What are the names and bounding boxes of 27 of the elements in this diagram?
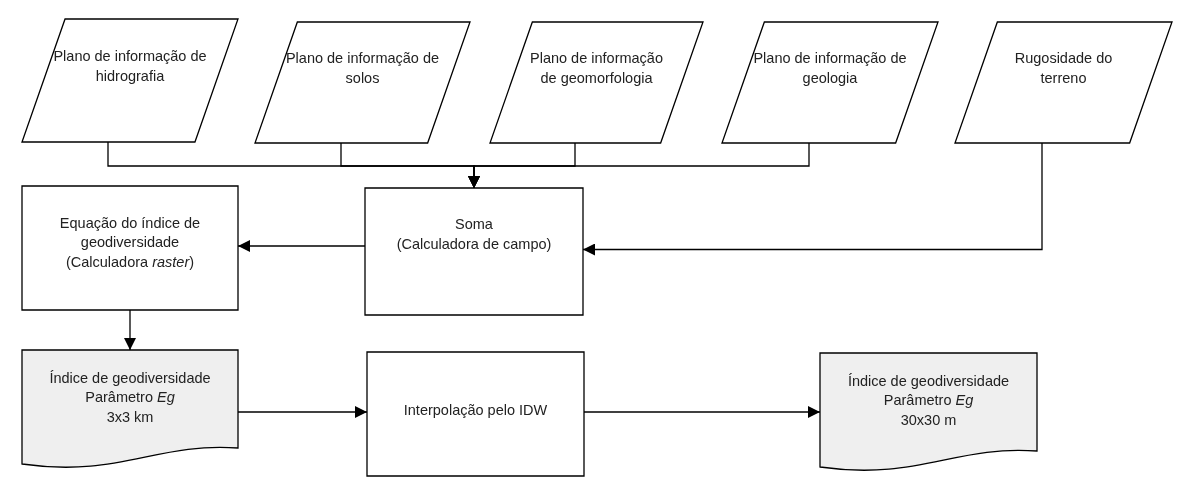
data-parallelogram (722, 22, 938, 143)
process-box (22, 186, 238, 310)
data-parallelogram (255, 22, 470, 143)
node-label: Índice de geodiversidade (847, 371, 1010, 391)
node-label: Rugosidade do terreno (1013, 48, 1114, 88)
arrow (468, 142, 810, 189)
data-parallelogram (22, 19, 238, 142)
node-label: Índice de geodiversidade (49, 368, 211, 388)
node-label: (Calculadora raster) (65, 252, 195, 272)
node-label: Plano de informação de solos (285, 48, 440, 88)
node-label: Plano de informação de geologia (752, 48, 908, 88)
node-label: 3x3 km (106, 407, 154, 427)
data-parallelogram (955, 22, 1172, 143)
document-shape (820, 353, 1037, 473)
arrow (124, 309, 136, 351)
node-label: Interpolação pelo IDW (403, 401, 548, 421)
node-label: Soma (455, 214, 493, 234)
process-box (367, 352, 584, 476)
data-parallelogram (490, 22, 703, 143)
node-label: Parâmetro Eg (883, 391, 974, 411)
document-shape (22, 350, 238, 470)
node-label: Plano de informação de geomorfologia (529, 48, 664, 88)
node-label: 30x30 m (900, 410, 957, 430)
node-label: Plano de informação de hidrografia (52, 46, 208, 86)
node-label: (Calculadora de campo) (396, 234, 552, 254)
process-box (365, 188, 583, 315)
node-label: Parâmetro Eg (85, 388, 175, 408)
